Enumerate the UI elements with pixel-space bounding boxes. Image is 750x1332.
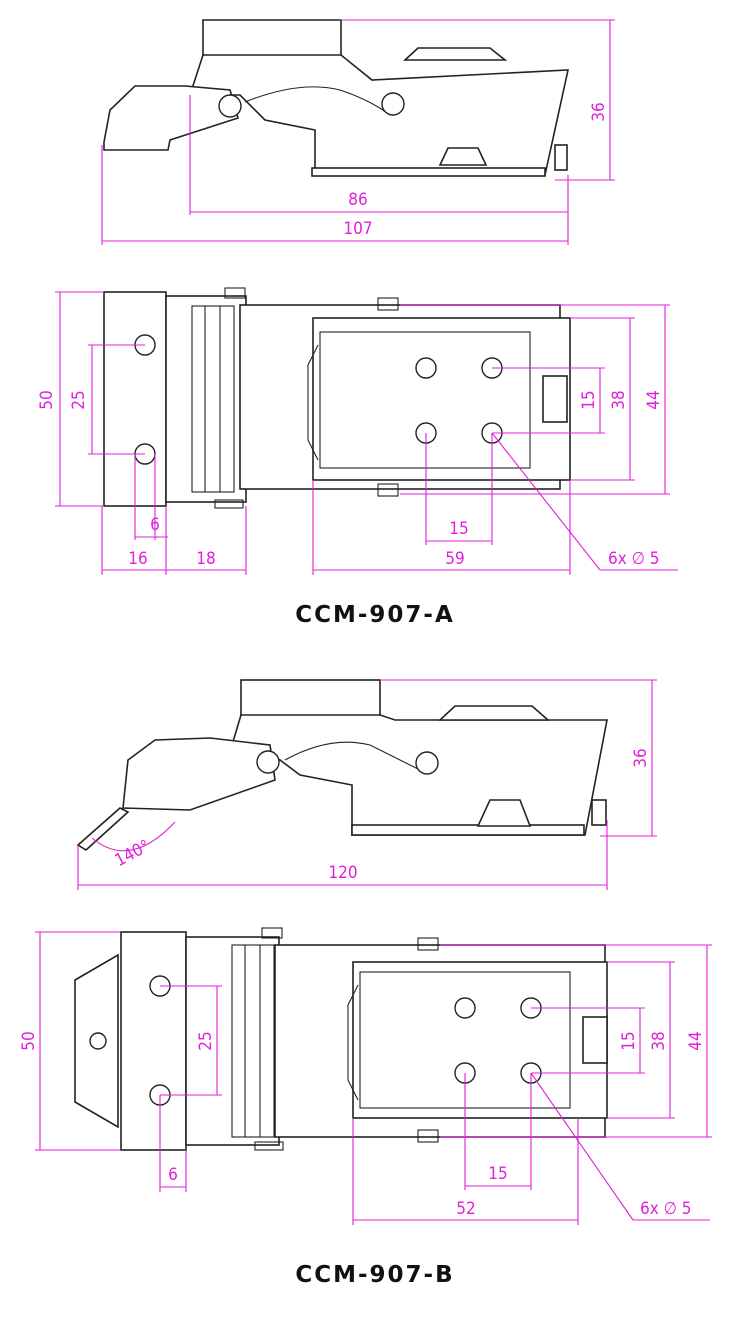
a-top-hole-dia-left-label: 6: [150, 515, 160, 535]
b-top-view: [74, 927, 608, 1151]
b-top-hole-callout: 6x ∅ 5: [640, 1199, 692, 1219]
b-side-pivot-right: [415, 751, 439, 775]
a-top-hole-callout: 6x ∅ 5: [608, 549, 660, 569]
b-side-base-block: [240, 679, 381, 721]
a-top-offset-16-label: 16: [128, 549, 147, 569]
b-side-hook: [122, 737, 276, 811]
a-side-hook: [103, 85, 239, 151]
a-side-inner-length-label: 86: [348, 190, 367, 210]
a-top-overall-44-label: 44: [644, 390, 664, 409]
b-side-height-label: 36: [631, 748, 651, 767]
b-top-width-label: 50: [19, 1031, 39, 1050]
a-top-base-length-label: 59: [445, 549, 464, 569]
a-top-rail-38-label: 38: [609, 390, 629, 409]
a-side-view: [103, 19, 570, 177]
b-top-wedge-hole: [89, 1032, 107, 1050]
a-top-view: [103, 287, 571, 509]
b-top-base-length-label: 52: [456, 1199, 475, 1219]
a-top-body: [312, 317, 571, 481]
b-side-body: [231, 714, 608, 836]
b-side-angle-label: 140°: [112, 836, 154, 871]
a-side-lever-line: [244, 86, 391, 116]
b-top-hole-spacing-x-label: 15: [488, 1164, 507, 1184]
a-top-end-slot: [542, 375, 568, 423]
b-side-pivot-left: [256, 750, 280, 774]
a-top-width-label: 50: [37, 390, 57, 409]
b-side-view: [76, 679, 608, 851]
b-top-hole-dia-left-label: 6: [168, 1165, 178, 1185]
b-top-hole-spacing-left-label: 25: [196, 1031, 216, 1050]
a-top-slot-15-label: 15: [579, 390, 599, 409]
a-side-dimensions: 36 86 107: [101, 19, 615, 245]
b-side-base-plate: [351, 824, 585, 836]
b-side-angle-arc: [91, 821, 176, 852]
b-top-mount-plate: [120, 931, 187, 1151]
b-top-body: [352, 961, 608, 1119]
a-side-end-tab: [554, 144, 568, 171]
b-top-overall-44-label: 44: [686, 1031, 706, 1050]
a-side-base-plate: [311, 167, 546, 177]
b-top-dimensions: 50 25 6 15 52 15 38 44 6x ∅ 5: [19, 931, 712, 1225]
b-side-knob: [437, 705, 551, 721]
a-top-hole-spacing-left-label: 25: [69, 390, 89, 409]
b-side-lip: [76, 807, 130, 851]
b-model-title: CCM-907-B: [295, 1262, 454, 1288]
a-top-offset-18-label: 18: [196, 549, 215, 569]
a-top-hinge: [165, 295, 247, 503]
b-top-rail-38-label: 38: [649, 1031, 669, 1050]
b-side-total-length-label: 120: [328, 863, 357, 883]
b-top-hole-1: [454, 997, 476, 1019]
b-side-lever-line: [284, 741, 421, 771]
a-side-base-block: [202, 19, 342, 61]
b-side-end-tab: [591, 799, 607, 826]
b-top-slot-15-label: 15: [619, 1031, 639, 1050]
a-top-hole-1: [415, 357, 437, 379]
a-top-dimensions: 50 25 6 16 18 15 59 15 38 44: [37, 291, 678, 575]
a-side-knob: [402, 47, 508, 61]
a-top-hole-spacing-x-label: 15: [449, 519, 468, 539]
a-side-body: [188, 54, 570, 176]
a-side-spring: [438, 147, 488, 166]
b-side-spring: [476, 799, 532, 827]
a-side-total-length-label: 107: [343, 219, 372, 239]
a-side-pivot-right: [381, 92, 405, 116]
b-top-end-slot: [582, 1016, 608, 1064]
a-model-title: CCM-907-A: [295, 602, 455, 628]
a-side-pivot-left: [218, 94, 242, 118]
a-side-height-label: 36: [589, 102, 609, 121]
